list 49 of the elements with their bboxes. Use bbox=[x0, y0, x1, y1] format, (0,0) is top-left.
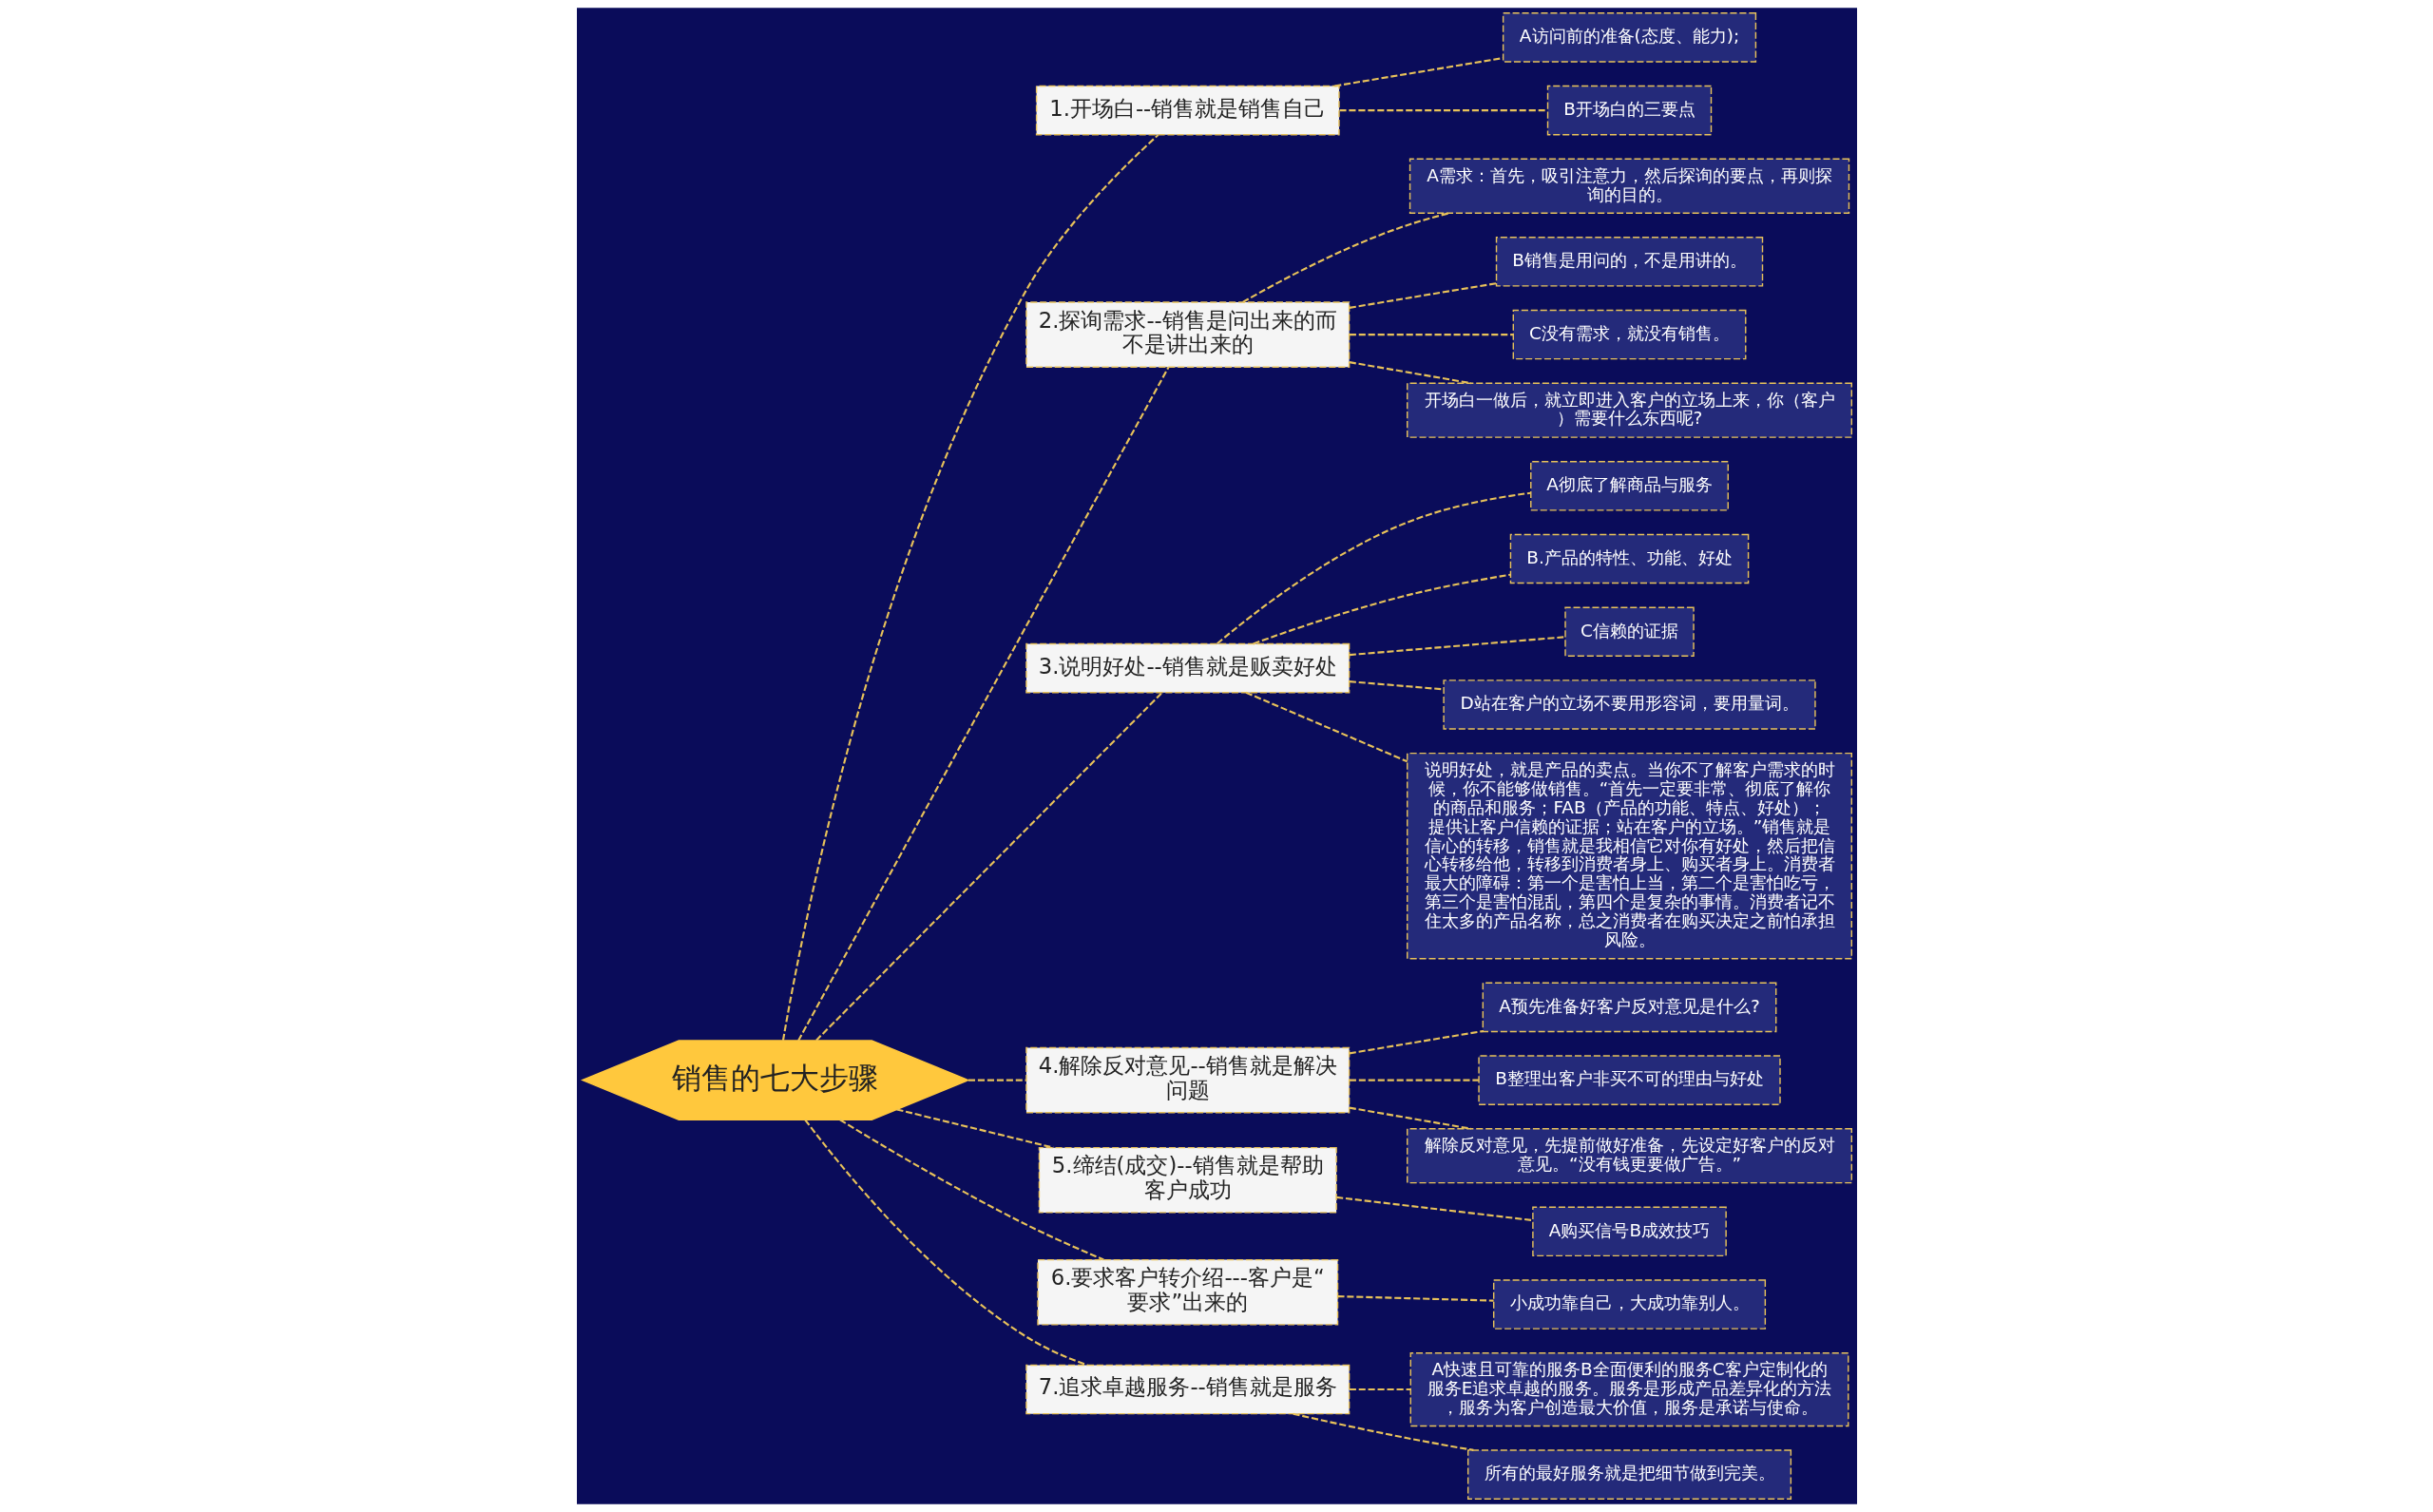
connector bbox=[803, 1119, 1088, 1367]
node-box: D站在客户的立场不要用形容词，要用量词。 bbox=[1442, 679, 1816, 730]
connector bbox=[1349, 334, 1513, 336]
node-box: C信赖的证据 bbox=[1563, 606, 1695, 658]
connector bbox=[1292, 1412, 1474, 1451]
connector bbox=[1349, 361, 1471, 385]
node-box: A购买信号B成效技巧 bbox=[1531, 1206, 1727, 1257]
connector bbox=[1245, 691, 1408, 763]
node-box: 小成功靠自己，大成功靠别人。 bbox=[1492, 1279, 1766, 1330]
connector bbox=[1216, 491, 1531, 644]
node-box: 7.追求卓越服务--销售就是服务 bbox=[1025, 1364, 1350, 1415]
connector bbox=[1337, 1295, 1494, 1302]
connector bbox=[1349, 1079, 1479, 1081]
connector bbox=[1349, 1106, 1471, 1130]
connector bbox=[1349, 680, 1444, 691]
node-box: A需求：首先，吸引注意力，然后探询的要点，再则探询的目的。 bbox=[1408, 158, 1849, 214]
connector bbox=[1335, 1196, 1533, 1222]
connector bbox=[1252, 573, 1511, 645]
node-box: 5.缔结(成交)--销售就是帮助客户成功 bbox=[1038, 1146, 1337, 1214]
node-box: 说明好处，就是产品的卖点。当你不了解客户需求的时候，你不能够做销售。“首先一定要非常、彻底了解你的商品和服务；FAB（产品的功能、特点、好处）；提供让客户信赖的证据；站在客户的立场。”销售就是信心的转移，销售就是我相信它对你有好处，然后把信心转移给他，转移到消费者身上、购买者身上。消费者最大的障碍：第一个是害怕上当，第二个是害怕吃亏，第三个是害怕混乱，第四个是复杂的事情。消费者记不住太多的产品名称，总之消费者在购买决定之前怕承担风险。 bbox=[1406, 752, 1852, 960]
node-box: 所有的最好服务就是把细节做到完美。 bbox=[1466, 1449, 1791, 1500]
connector bbox=[1349, 1388, 1410, 1391]
connector bbox=[1349, 282, 1496, 309]
node-box: A快速且可靠的服务B全面便利的服务C客户定制化的服务E追求卓越的服务。服务是形成产品差异化的方法，服务为客户创造最大价值，服务是承诺与使命。 bbox=[1409, 1351, 1849, 1427]
connector bbox=[1333, 57, 1504, 87]
connector bbox=[838, 1119, 1104, 1261]
connector bbox=[1339, 109, 1547, 112]
node-box: B整理出客户非买不可的理由与好处 bbox=[1477, 1055, 1781, 1105]
node-box: B销售是用问的，不是用讲的。 bbox=[1495, 237, 1763, 287]
connector bbox=[967, 1079, 1026, 1081]
node-box: 4.解除反对意见--销售就是解决问题 bbox=[1025, 1046, 1350, 1114]
node-box: 2.探询需求--销售是问出来的而不是讲出来的 bbox=[1025, 301, 1350, 368]
node-box: A访问前的准备(态度、能力); bbox=[1502, 12, 1756, 63]
node-box: 开场白一做后，就立即进入客户的立场上来，你（客户）需要什么东西呢? bbox=[1406, 382, 1852, 438]
node-box: B.产品的特性、功能、好处 bbox=[1509, 533, 1749, 584]
node-box: C没有需求，就没有销售。 bbox=[1512, 309, 1746, 360]
connector bbox=[1241, 212, 1449, 303]
node-box: B开场白的三要点 bbox=[1546, 85, 1712, 136]
node-box: 3.说明好处--销售就是贩卖好处 bbox=[1025, 642, 1350, 694]
connector bbox=[796, 366, 1169, 1042]
connector bbox=[1349, 636, 1565, 657]
node-box: 1.开场白--销售就是销售自己 bbox=[1035, 85, 1340, 136]
connector bbox=[1349, 1030, 1483, 1055]
node-box: A彻底了解商品与服务 bbox=[1529, 460, 1729, 511]
node-box: A预先准备好客户反对意见是什么? bbox=[1482, 982, 1776, 1033]
connector bbox=[781, 134, 1159, 1041]
node-box: 6.要求客户转介绍---客户是“要求”出来的 bbox=[1036, 1258, 1338, 1326]
connector bbox=[814, 692, 1162, 1042]
node-box: 解除反对意见，先提前做好准备，先设定好客户的反对意见。“没有钱更要做广告。” bbox=[1406, 1128, 1852, 1184]
